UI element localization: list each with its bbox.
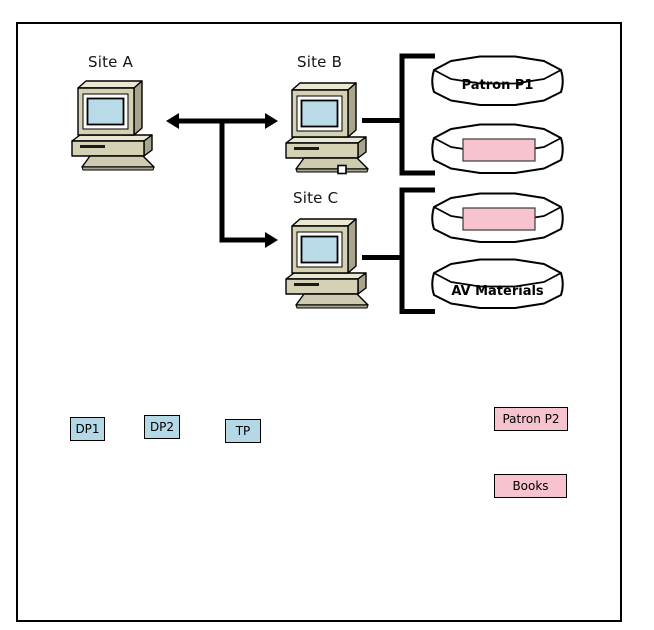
site-a-computer-icon <box>71 80 155 171</box>
patron-p1-label: Patron P1 <box>461 78 534 93</box>
site-c-computer-icon <box>285 218 369 309</box>
site-b-fragment-cylinder <box>431 123 564 174</box>
mouse-icon <box>337 164 347 175</box>
site-c-bracket <box>362 187 435 314</box>
legend-tp: TP <box>225 419 261 443</box>
legend-dp2: DP2 <box>144 415 180 439</box>
site-b-computer-icon <box>285 82 369 175</box>
av-materials-label: AV Materials <box>451 284 544 299</box>
legend-books: Books <box>494 474 567 498</box>
legend-dp1: DP1 <box>70 417 105 441</box>
site-b-bracket <box>362 53 435 176</box>
patron-p1-database-cylinder <box>431 55 564 106</box>
site-a-site-c-arrow <box>219 119 278 248</box>
fragment-highlight <box>462 138 536 162</box>
av-materials-database-cylinder <box>431 258 564 309</box>
site-a-label: Site A <box>88 53 134 71</box>
site-c-label: Site C <box>293 189 339 207</box>
fragment-highlight <box>462 207 536 231</box>
site-b-label: Site B <box>297 53 343 71</box>
legend-patron-p2: Patron P2 <box>494 407 568 431</box>
site-c-fragment-cylinder <box>431 192 564 243</box>
